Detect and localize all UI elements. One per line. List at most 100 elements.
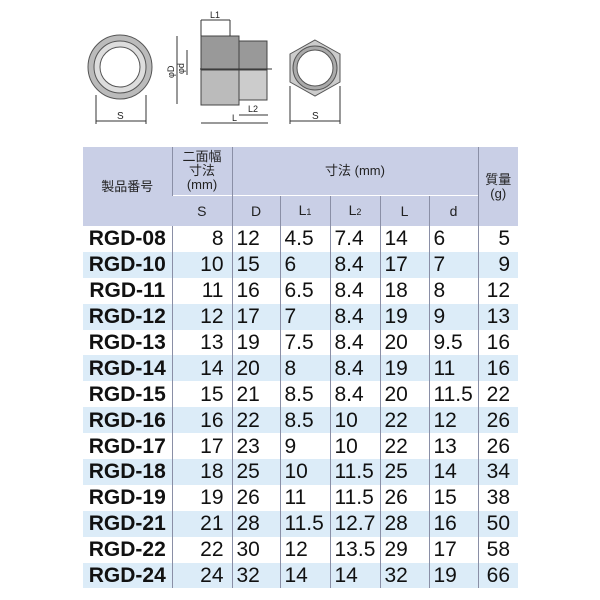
value-cell: 14 — [279, 562, 330, 589]
value-cell: 8.4 — [329, 381, 380, 408]
value-cell: 11 — [171, 277, 232, 304]
product-number-cell: RGD-11 — [89, 279, 166, 303]
diagram-l2-label: L2 — [248, 104, 258, 114]
value-cell: 18 — [379, 277, 429, 304]
value-cell: 19 — [171, 484, 232, 511]
value-cell: 6 — [428, 226, 478, 252]
header-width-across-flats: 二面幅寸法(mm) — [171, 147, 232, 196]
product-number-cell: RGD-14 — [88, 356, 166, 380]
value-cell: 13 — [171, 329, 232, 356]
product-number-cell: RGD-16 — [88, 408, 166, 432]
product-number-cell: RGD-13 — [88, 331, 166, 354]
value-cell: 10 — [279, 459, 330, 485]
value-cell: 26 — [477, 407, 518, 434]
value-cell: 17 — [379, 251, 429, 278]
value-cell: 11.5 — [279, 510, 330, 537]
value-cell: 9 — [279, 433, 330, 460]
value-cell: 12 — [428, 407, 478, 434]
product-number-cell: RGD-12 — [88, 305, 166, 329]
value-cell: 6.5 — [279, 277, 330, 304]
value-cell: 50 — [477, 510, 518, 537]
product-number-cell: RGD-22 — [88, 538, 166, 562]
value-cell: 13.5 — [329, 536, 380, 563]
value-cell: 7.5 — [279, 329, 330, 356]
value-cell: 12 — [279, 536, 330, 563]
value-cell: 22 — [477, 381, 518, 408]
value-cell: 11.5 — [428, 381, 478, 408]
header-mass: 質量(g) — [477, 147, 518, 226]
value-cell: 17 — [171, 433, 232, 460]
value-cell: 19 — [379, 303, 429, 330]
product-diagram: S L1 L2 L φD φd S — [87, 10, 341, 124]
value-cell: 30 — [231, 536, 280, 563]
value-cell: 19 — [379, 355, 429, 382]
value-cell: 21 — [171, 510, 232, 537]
value-cell: 15 — [171, 381, 232, 408]
value-cell: 16 — [477, 355, 518, 382]
value-cell: 11 — [428, 355, 478, 382]
product-number-cell: RGD-17 — [88, 434, 166, 458]
value-cell: 15 — [231, 251, 280, 278]
product-number-cell: RGD-15 — [88, 382, 166, 406]
value-cell: 12 — [231, 226, 280, 252]
value-cell: 38 — [477, 484, 518, 511]
value-cell: 22 — [231, 407, 280, 434]
diagram-s-label: S — [117, 111, 124, 122]
col-s: S — [172, 195, 232, 226]
value-cell: 23 — [231, 433, 280, 460]
value-cell: 8 — [171, 226, 232, 252]
col-l2: L2 — [329, 195, 380, 226]
value-cell: 20 — [379, 381, 429, 408]
side-view — [176, 19, 272, 124]
product-number-cell: RGD-24 — [88, 564, 166, 588]
value-cell: 12 — [171, 303, 232, 330]
value-cell: 32 — [379, 562, 429, 589]
value-cell: 22 — [379, 407, 429, 434]
value-cell: 22 — [171, 536, 232, 563]
value-cell: 29 — [379, 536, 429, 563]
value-cell: 8.4 — [329, 303, 380, 330]
value-cell: 17 — [428, 536, 478, 563]
value-cell: 7.4 — [329, 226, 380, 252]
col-d-inner: d — [428, 195, 478, 226]
value-cell: 8.4 — [329, 251, 380, 278]
value-cell: 11 — [279, 484, 330, 511]
value-cell: 14 — [171, 355, 232, 382]
product-number-cell: RGD-21 — [88, 512, 166, 536]
value-cell: 14 — [329, 562, 380, 589]
value-cell: 26 — [231, 484, 280, 511]
value-cell: 13 — [428, 433, 478, 460]
header-product-no: 製品番号 — [83, 147, 172, 226]
value-cell: 26 — [477, 433, 518, 460]
value-cell: 5 — [477, 226, 518, 252]
value-cell: 16 — [428, 510, 478, 537]
diagram-l-label: L — [232, 113, 237, 123]
value-cell: 10 — [329, 433, 380, 460]
value-cell: 15 — [428, 484, 478, 511]
value-cell: 32 — [231, 562, 280, 589]
value-cell: 9.5 — [428, 329, 478, 356]
value-cell: 8.4 — [329, 355, 380, 382]
value-cell: 17 — [231, 303, 280, 330]
value-cell: 8.4 — [329, 277, 380, 304]
value-cell: 24 — [171, 562, 232, 589]
value-cell: 25 — [379, 459, 429, 485]
value-cell: 26 — [379, 484, 429, 511]
diagram-phi-d-inner: φd — [176, 63, 186, 74]
col-d-outer: D — [231, 195, 280, 226]
value-cell: 25 — [231, 459, 280, 485]
front-view-hex — [289, 39, 341, 124]
spec-table: 製品番号 二面幅寸法(mm) 寸法 (mm) 質量(g) S D L1 L2 L… — [83, 147, 518, 589]
value-cell: 34 — [477, 459, 518, 485]
value-cell: 8 — [279, 355, 330, 382]
value-cell: 18 — [171, 459, 232, 485]
